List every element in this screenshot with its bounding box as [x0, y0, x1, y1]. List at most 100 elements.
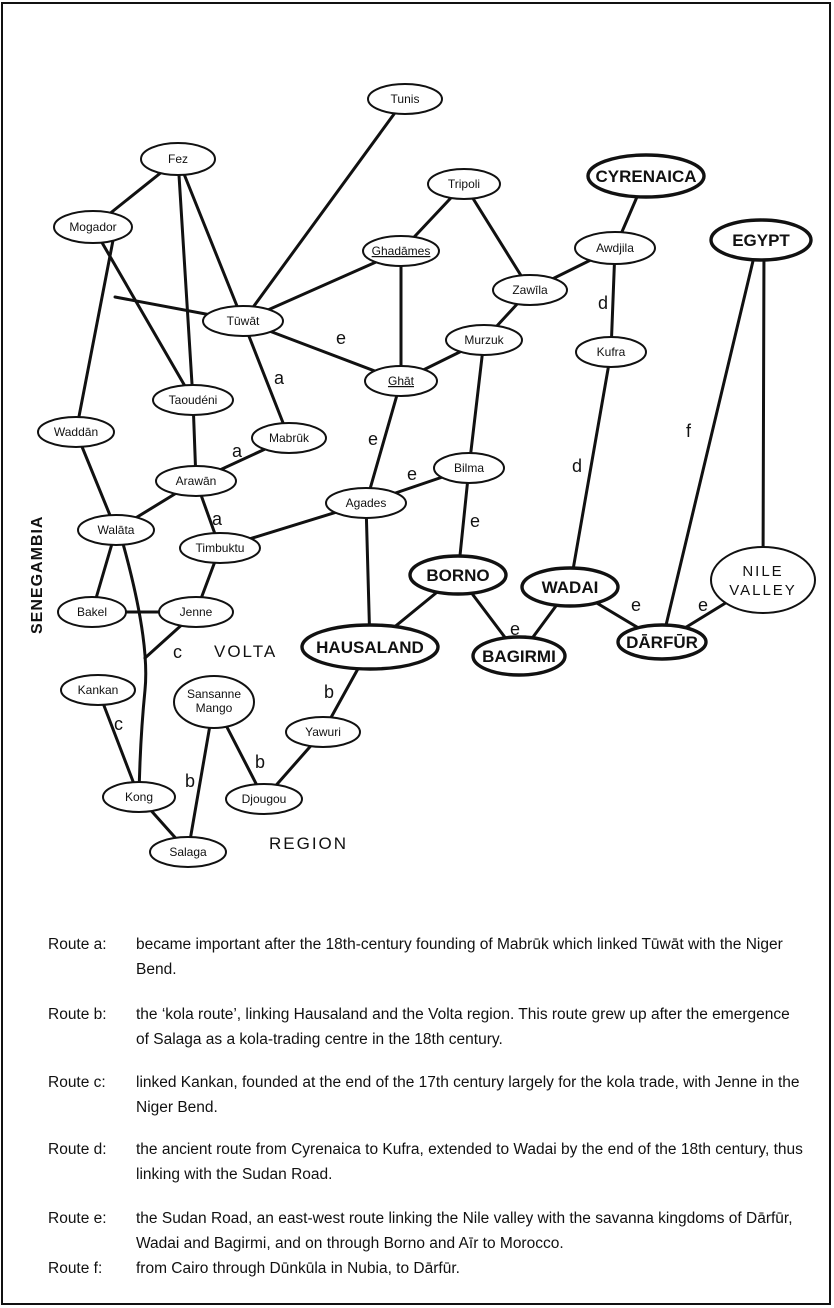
legend-key: Route b: — [48, 1006, 107, 1023]
route-letters: e a a a e e e d d f e e e c c b b b — [114, 293, 708, 791]
place-label-sansanne-line2: Mango — [196, 701, 233, 715]
place-label-bilma: Bilma — [454, 461, 484, 475]
route-letter-d: d — [598, 293, 608, 313]
edge-ghat-agades — [364, 379, 403, 505]
place-label-murzuk: Murzuk — [464, 333, 504, 347]
place-label-arawan: Arawān — [176, 474, 217, 488]
route-letter-c: c — [173, 642, 182, 662]
place-label-timbuktu: Timbuktu — [196, 541, 245, 555]
place-label-jenne: Jenne — [180, 605, 213, 619]
place-label-tripoli: Tripoli — [448, 177, 480, 191]
edge-fez-taoudeni — [176, 157, 195, 402]
route-letter-d: d — [572, 456, 582, 476]
place-label-walata: Walāta — [98, 523, 135, 537]
place-label-hausaland: HAUSALAND — [316, 638, 424, 657]
edge-tripoli-zawila — [462, 182, 532, 292]
region-labels: VOLTA REGION SENEGAMBIA — [29, 516, 348, 853]
place-bagirmi: BAGIRMI — [471, 635, 567, 677]
route-letter-c: c — [114, 714, 123, 734]
place-label-djougou: Djougou — [242, 792, 287, 806]
route-letter-a: a — [232, 441, 243, 461]
map-nodes: Tunis Fez Mogador Tripoli CYRENAICA EGYP… — [37, 83, 816, 868]
place-bilma: Bilma — [433, 452, 505, 484]
place-label-borno: BORNO — [426, 566, 489, 585]
edge-mogador-taoudeni — [91, 225, 195, 402]
place-sansanne-mango: Sansanne Mango — [173, 675, 255, 729]
place-label-egypt: EGYPT — [732, 231, 790, 250]
place-label-kong: Kong — [125, 790, 153, 804]
place-label-kufra: Kufra — [597, 345, 626, 359]
place-tripoli: Tripoli — [427, 168, 501, 200]
place-jenne: Jenne — [158, 596, 234, 628]
place-label-fez: Fez — [168, 152, 188, 166]
edge-kufra-wadai — [568, 350, 613, 589]
place-tuwat: Tūwāt — [202, 305, 284, 337]
region-label-senegambia: SENEGAMBIA — [29, 516, 46, 634]
place-djougou: Djougou — [225, 783, 303, 815]
route-letter-b: b — [324, 682, 334, 702]
route-letter-e: e — [698, 595, 708, 615]
edge-kankan-kong — [96, 688, 141, 799]
edge-egypt-nile — [761, 238, 766, 582]
legend-key: Route e: — [48, 1210, 107, 1227]
place-label-cyrenaica: CYRENAICA — [595, 167, 696, 186]
place-label-kankan: Kankan — [78, 683, 119, 697]
place-ghadames: Ghadāmes — [362, 235, 440, 267]
edge-egypt-darfur — [660, 238, 760, 644]
route-letter-e: e — [336, 328, 346, 348]
route-letter-e: e — [407, 464, 417, 484]
place-tunis: Tunis — [367, 83, 443, 115]
place-kong: Kong — [102, 781, 176, 813]
place-darfur: DĀRFŪR — [616, 623, 708, 661]
edge-awdjila-kufra — [609, 246, 617, 354]
place-label-bagirmi: BAGIRMI — [482, 647, 556, 666]
region-label-region: REGION — [269, 834, 348, 853]
place-hausaland: HAUSALAND — [300, 623, 440, 671]
route-letter-a: a — [212, 509, 223, 529]
place-label-waddan: Waddān — [54, 425, 98, 439]
edge-tuwat-mabruk — [241, 319, 291, 440]
legend-text: became important after the 18th-century … — [136, 936, 783, 978]
place-label-ghadames: Ghadāmes — [372, 244, 431, 258]
edge-murzuk-bilma — [467, 338, 486, 470]
legend-key: Route c: — [48, 1074, 106, 1091]
route-letter-e: e — [470, 511, 480, 531]
route-letter-e: e — [510, 619, 520, 639]
place-ghat: Ghāt — [364, 365, 438, 397]
trade-route-map: Tunis Fez Mogador Tripoli CYRENAICA EGYP… — [29, 83, 816, 868]
place-awdjila: Awdjila — [574, 231, 656, 265]
legend-text: linked Kankan, founded at the end of the… — [136, 1074, 800, 1116]
place-taoudeni: Taoudéni — [152, 384, 234, 416]
place-timbuktu: Timbuktu — [179, 532, 261, 564]
place-kankan: Kankan — [60, 674, 136, 706]
place-label-mabruk: Mabrūk — [269, 431, 310, 445]
place-label-wadai: WADAI — [542, 578, 599, 597]
place-label-tunis: Tunis — [391, 92, 420, 106]
place-borno: BORNO — [408, 554, 508, 596]
place-label-nile-line2: VALLEY — [729, 582, 797, 599]
place-mabruk: Mabrūk — [251, 422, 327, 454]
edge-agades-hausaland — [364, 501, 372, 649]
place-zawila: Zawīla — [492, 274, 568, 306]
legend-key: Route a: — [48, 936, 107, 953]
place-kufra: Kufra — [575, 336, 647, 368]
place-walata: Walāta — [77, 514, 155, 546]
place-label-zawila: Zawīla — [512, 283, 548, 297]
place-bakel: Bakel — [57, 596, 127, 628]
place-fez: Fez — [140, 142, 216, 176]
place-label-mogador: Mogador — [69, 220, 116, 234]
place-label-salaga: Salaga — [169, 845, 207, 859]
legend-text: the ‘kola route’, linking Hausaland and … — [136, 1006, 790, 1048]
place-label-darfur: DĀRFŪR — [626, 633, 698, 652]
edge-fez-tuwat — [176, 157, 245, 323]
place-agades: Agades — [325, 487, 407, 519]
route-letter-e: e — [631, 595, 641, 615]
place-yawuri: Yawuri — [285, 716, 361, 748]
place-label-yawuri: Yawuri — [305, 725, 341, 739]
route-letter-b: b — [255, 752, 265, 772]
place-label-tuwat: Tūwāt — [227, 314, 260, 328]
place-egypt: EGYPT — [709, 218, 813, 262]
edge-mogador-waddan — [74, 228, 117, 434]
place-label-agades: Agades — [346, 496, 387, 510]
